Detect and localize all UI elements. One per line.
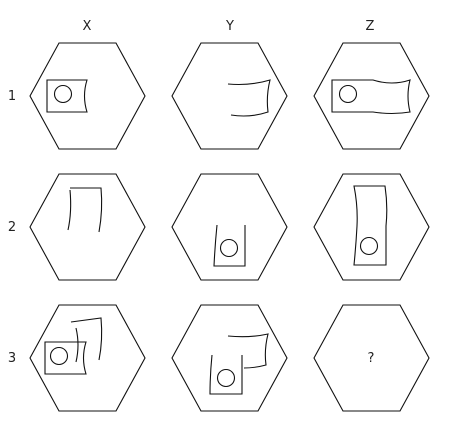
cell-2-x xyxy=(29,173,146,281)
hexagon xyxy=(313,304,430,412)
hexagon xyxy=(29,173,146,281)
circle-shape xyxy=(219,238,239,258)
hexagon xyxy=(313,173,430,281)
circle-shape xyxy=(338,84,358,104)
cell-2-y xyxy=(171,173,288,281)
question-mark: ? xyxy=(368,351,375,366)
hexagon xyxy=(29,42,146,150)
strip-shape xyxy=(227,333,269,369)
strip-shape xyxy=(67,187,103,233)
cell-2-z xyxy=(313,173,430,281)
strip-shape xyxy=(70,317,103,363)
cell-1-z xyxy=(313,42,430,150)
column-label-z: Z xyxy=(366,19,375,34)
cell-1-x xyxy=(29,42,146,150)
cell-3-x xyxy=(29,304,146,412)
square-shape xyxy=(46,79,88,113)
row-label-3: 3 xyxy=(8,351,16,366)
circle-shape xyxy=(216,368,236,388)
row-label-2: 2 xyxy=(8,220,16,235)
cell-3-y xyxy=(171,304,288,412)
hexagon xyxy=(171,173,288,281)
cell-3-z: ? xyxy=(313,304,430,412)
strip-shape xyxy=(227,79,271,117)
long-strip-shape xyxy=(353,185,388,266)
hexagon xyxy=(313,42,430,150)
square-shape xyxy=(209,354,243,395)
row-label-1: 1 xyxy=(8,89,16,104)
cell-1-y xyxy=(171,42,288,150)
square-shape xyxy=(44,341,87,375)
hexagon xyxy=(171,42,288,150)
circle-shape xyxy=(49,346,69,366)
hexagon xyxy=(29,304,146,412)
long-strip-shape xyxy=(331,79,411,115)
column-label-x: X xyxy=(83,19,92,34)
hexagon xyxy=(171,304,288,412)
circle-shape xyxy=(53,84,73,104)
column-label-y: Y xyxy=(225,19,234,34)
circle-shape xyxy=(359,236,379,256)
square-shape xyxy=(213,224,246,267)
